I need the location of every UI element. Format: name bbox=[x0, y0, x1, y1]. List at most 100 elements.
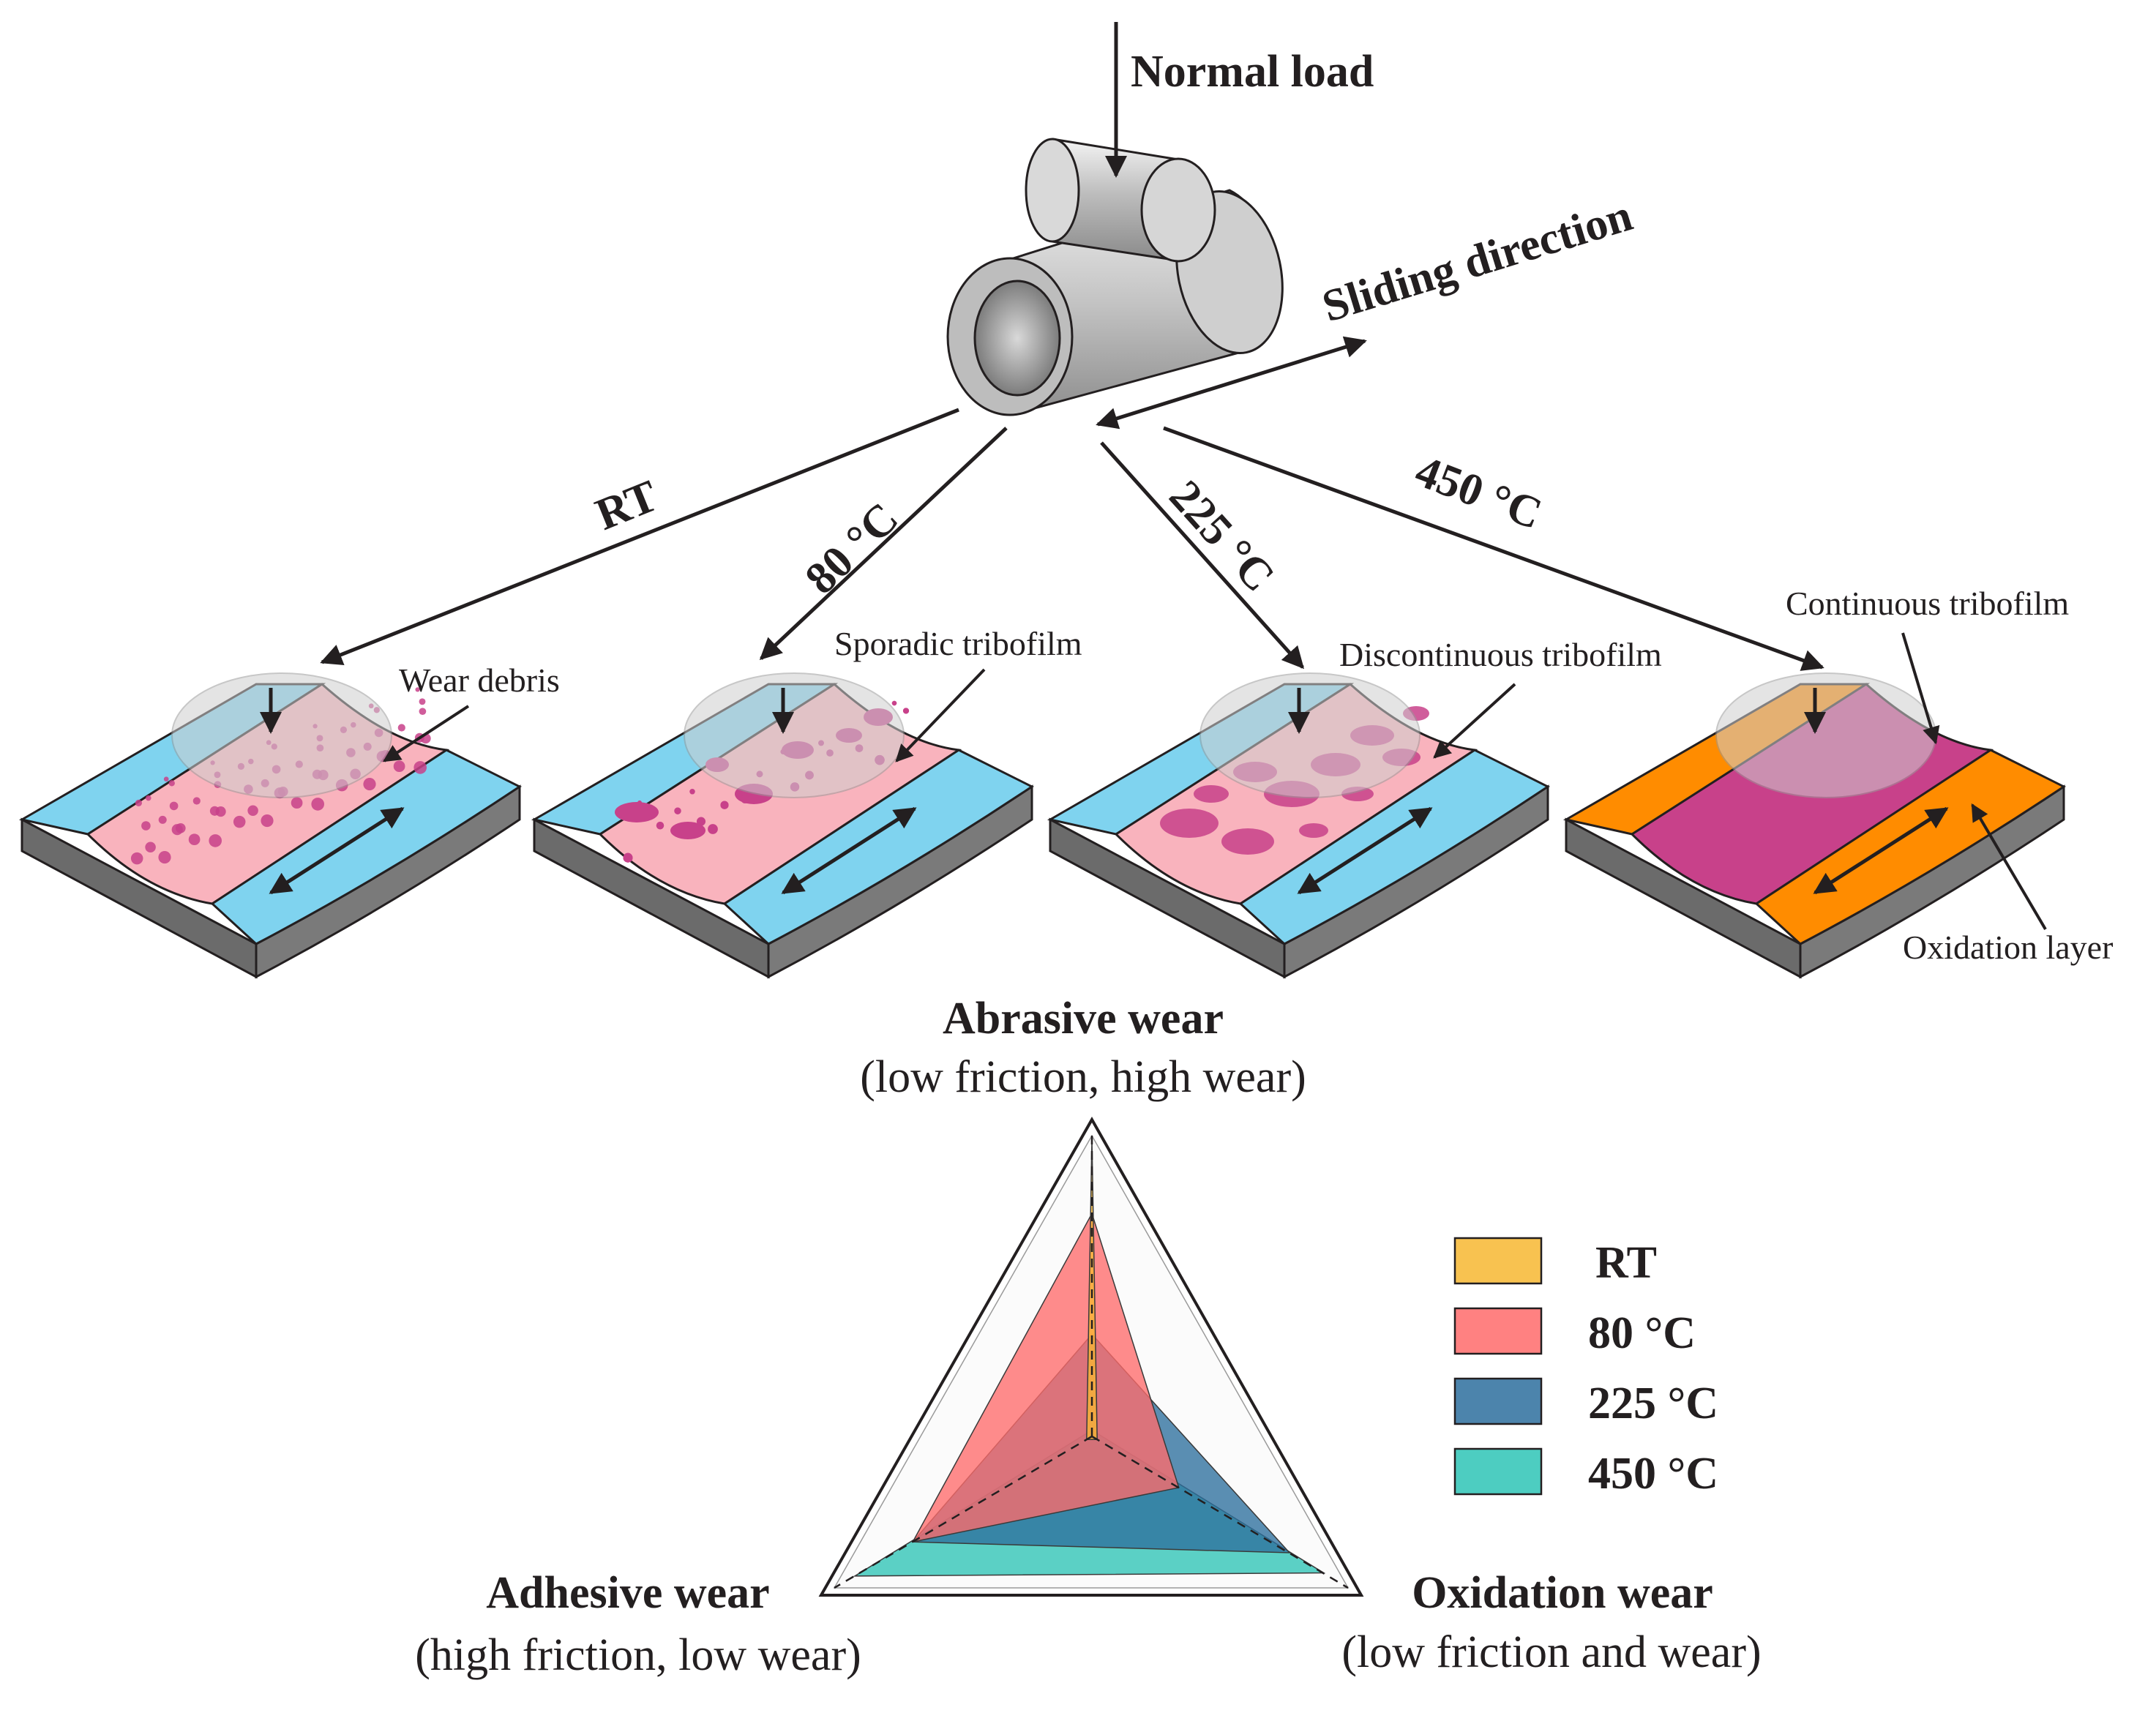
legend-swatch-450c bbox=[1453, 1447, 1543, 1496]
radar-series-80c bbox=[911, 1212, 1180, 1543]
wear-debris-particle bbox=[146, 795, 151, 801]
wear-debris-particle bbox=[209, 834, 222, 847]
sporadic-debris-particle bbox=[720, 801, 729, 809]
continuous-tribofilm-label: Continuous tribofilm bbox=[1786, 585, 2069, 622]
wear-block-450c bbox=[1562, 672, 2066, 979]
legend-swatch-80c bbox=[1453, 1307, 1543, 1355]
sporadic-tribofilm-label: Sporadic tribofilm bbox=[834, 625, 1082, 662]
legend-label-225c: 225 °C bbox=[1588, 1379, 1718, 1428]
wear-debris-particle bbox=[169, 801, 179, 811]
discontinuous-tribofilm-patch bbox=[1194, 785, 1229, 803]
wear-debris-particle bbox=[397, 724, 405, 732]
wear-debris-particle bbox=[413, 761, 427, 774]
wear-debris-particle bbox=[168, 780, 175, 787]
legend: RT 80 °C 225 °C 450 °C bbox=[1453, 1237, 1718, 1499]
wear-block-rt bbox=[18, 672, 522, 979]
oxidation-wear-title: Oxidation wear bbox=[1412, 1568, 1713, 1618]
wear-debris-particle bbox=[141, 821, 151, 831]
legend-label-80c: 80 °C bbox=[1588, 1308, 1696, 1358]
wear-debris-particle bbox=[215, 806, 226, 817]
sporadic-debris-particle bbox=[902, 708, 910, 714]
wear-debris-particle bbox=[145, 841, 156, 852]
radar-axis-adhesive bbox=[834, 1435, 1093, 1589]
sporadic-tribofilm-patch bbox=[615, 802, 659, 822]
abrasive-wear-title: Abrasive wear bbox=[943, 994, 1224, 1043]
block-annotations: Wear debris Sporadic tribofilm Discontin… bbox=[382, 585, 2113, 966]
sporadic-debris-particle bbox=[891, 700, 897, 706]
wear-block-225c bbox=[1047, 672, 1550, 979]
legend-swatch-rt bbox=[1453, 1237, 1543, 1285]
track-sliding-arrow bbox=[1297, 806, 1433, 895]
radar-axis-oxidation bbox=[1091, 1435, 1349, 1589]
branch-arrow-225c bbox=[1100, 441, 1305, 670]
wear-debris-particle bbox=[158, 815, 167, 824]
discontinuous-tribofilm-patch bbox=[1299, 823, 1328, 838]
branch-arrow-450c bbox=[1163, 426, 1824, 671]
counterbody-contact-disk bbox=[1715, 672, 1936, 798]
counterbody-contact-disk bbox=[1199, 672, 1421, 798]
wear-debris-particle bbox=[415, 687, 420, 692]
adhesive-wear-title: Adhesive wear bbox=[486, 1568, 769, 1618]
wear-block-80c bbox=[531, 672, 1034, 979]
sporadic-tribofilm-arrow bbox=[895, 668, 986, 762]
wear-debris-arrow bbox=[382, 705, 470, 762]
tribometer-cylinders bbox=[946, 138, 1284, 416]
continuous-tribofilm-arrow bbox=[1901, 632, 1940, 745]
sliding-direction-label: Sliding direction bbox=[1317, 190, 1638, 331]
discontinuous-tribofilm-label: Discontinuous tribofilm bbox=[1339, 636, 1662, 673]
sporadic-debris-particle bbox=[637, 800, 643, 806]
adhesive-wear-subtitle: (high friction, low wear) bbox=[415, 1630, 861, 1680]
branch-label-225c: 225 °C bbox=[1160, 471, 1284, 601]
legend-label-rt: RT bbox=[1595, 1238, 1657, 1288]
track-sliding-arrow bbox=[1813, 806, 1949, 895]
wear-debris-particle bbox=[419, 708, 427, 716]
wear-debris-particle bbox=[247, 805, 258, 816]
counterbody-contact-disk bbox=[171, 672, 392, 798]
wear-debris-particle bbox=[311, 798, 325, 811]
abrasive-wear-subtitle: (low friction, high wear) bbox=[860, 1052, 1306, 1102]
sliding-direction-arrow bbox=[1096, 336, 1367, 430]
discontinuous-tribofilm-patch bbox=[1221, 828, 1274, 855]
wear-debris-particle bbox=[171, 824, 183, 836]
wear-track-blocks bbox=[18, 672, 2066, 979]
branch-arrow-80c bbox=[759, 427, 1008, 661]
sporadic-debris-particle bbox=[689, 789, 695, 795]
radar-series-group bbox=[853, 1139, 1326, 1577]
radar-axes bbox=[834, 1136, 1349, 1589]
counterbody-contact-disk bbox=[684, 672, 905, 798]
track-sliding-arrow bbox=[269, 806, 405, 895]
wear-debris-particle bbox=[130, 852, 143, 865]
discontinuous-tribofilm-arrow bbox=[1433, 683, 1516, 759]
wear-debris-particle bbox=[363, 778, 376, 791]
sporadic-debris-particle bbox=[696, 817, 706, 826]
wear-debris-particle bbox=[261, 814, 274, 828]
wear-debris-particle bbox=[233, 815, 246, 828]
wear-debris-particle bbox=[192, 797, 201, 805]
sporadic-debris-particle bbox=[656, 822, 665, 830]
legend-label-450c: 450 °C bbox=[1588, 1449, 1718, 1499]
branch-label-80c: 80 °C bbox=[796, 493, 907, 604]
sporadic-tribofilm-patch bbox=[670, 822, 705, 839]
sporadic-debris-particle bbox=[741, 795, 749, 803]
wear-debris-particle bbox=[163, 776, 169, 782]
block-cylinder bbox=[1025, 138, 1216, 263]
sporadic-debris-particle bbox=[623, 852, 633, 863]
legend-swatch-225c bbox=[1453, 1377, 1543, 1425]
discontinuous-tribofilm-patch bbox=[1160, 809, 1219, 838]
wear-debris-particle bbox=[393, 760, 405, 773]
wear-debris-particle bbox=[419, 698, 426, 705]
sporadic-debris-particle bbox=[674, 807, 681, 814]
wear-debris-particle bbox=[188, 833, 201, 846]
oxidation-wear-subtitle: (low friction and wear) bbox=[1341, 1627, 1761, 1677]
wear-debris-particle bbox=[135, 799, 143, 807]
wear-debris-label: Wear debris bbox=[399, 661, 560, 699]
track-sliding-arrow bbox=[781, 806, 917, 895]
normal-load-label: Normal load bbox=[1131, 47, 1374, 97]
sporadic-debris-particle bbox=[708, 824, 718, 834]
wear-debris-particle bbox=[158, 851, 171, 864]
branch-arrow-rt bbox=[320, 408, 959, 665]
oxidation-layer-arrow bbox=[1971, 803, 2047, 931]
wear-debris-particle bbox=[291, 797, 303, 809]
radar-chart bbox=[818, 1116, 1364, 1597]
